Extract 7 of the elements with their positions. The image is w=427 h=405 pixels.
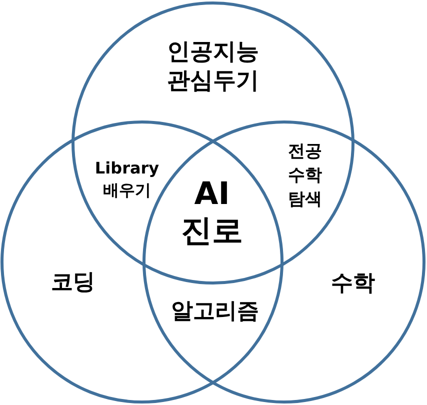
overlap-label: Library 배우기 [94,157,160,201]
circle-label: 수학 [331,270,375,298]
overlap-label: AI 진로 [181,176,243,250]
overlap-label: 전공 수학 탐색 [288,140,322,211]
overlap-label: 알고리즘 [171,298,259,326]
circle-label: 코딩 [51,270,95,296]
circle-label: 인공지능 관심두기 [167,38,259,96]
